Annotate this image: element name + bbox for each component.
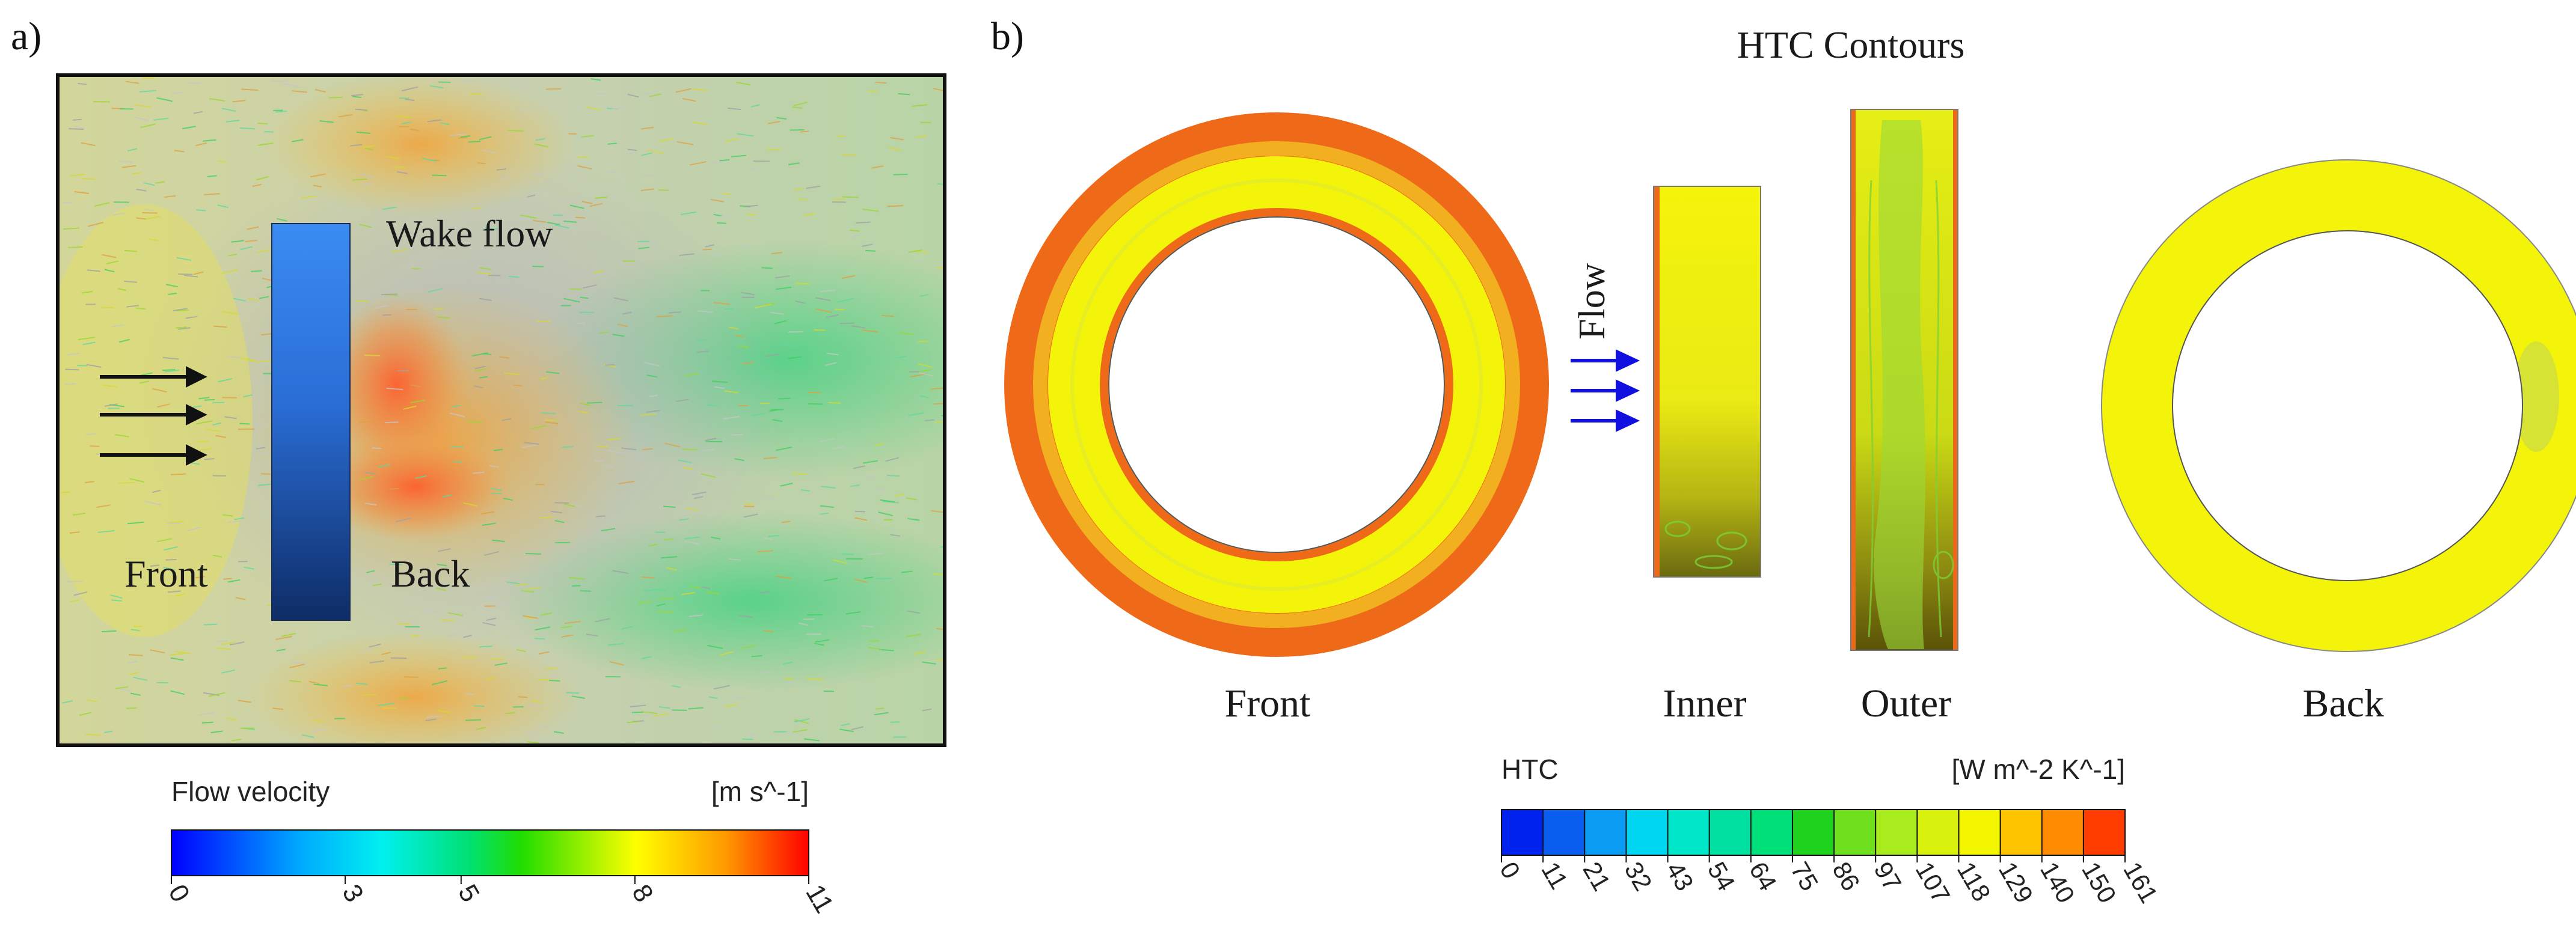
- htc-tick-label: 32: [1619, 857, 1658, 896]
- htc-colorbar-segment: [1709, 810, 1752, 855]
- htc-tick-label: 86: [1827, 857, 1865, 896]
- htc-tick-label: 150: [2076, 857, 2122, 908]
- htc-colorbar-segment: [1958, 810, 2001, 855]
- htc-tick-label: 118: [1952, 857, 1996, 906]
- htc-colorbar-unit: [W m^-2 K^-1]: [1951, 754, 2125, 785]
- front-label-b: Front: [1224, 682, 1310, 725]
- flow-field-border: [56, 73, 946, 747]
- outer-surface: [1850, 109, 1958, 651]
- htc-colorbar-segment: [1501, 810, 1544, 855]
- velocity-tick-label: 3: [336, 880, 369, 908]
- htc-tick-label: 11: [1536, 857, 1574, 894]
- htc-colorbar-segment: [1584, 810, 1627, 855]
- velocity-tick-label: 8: [626, 880, 659, 908]
- inner-surface: [1653, 186, 1761, 578]
- htc-tick-label: 140: [2035, 857, 2081, 908]
- inflow-arrows: [100, 366, 207, 466]
- front-label-a: Front: [124, 552, 208, 595]
- htc-colorbar-segment: [2083, 810, 2126, 855]
- htc-colorbar-segment: [1834, 810, 1876, 855]
- velocity-tick-label: 0: [162, 880, 195, 908]
- htc-colorbar-segment: [2000, 810, 2043, 855]
- velocity-colorbar: [171, 829, 809, 876]
- flow-label: Flow: [1572, 263, 1613, 340]
- velocity-colorbar-unit: [m s^-1]: [711, 776, 809, 807]
- htc-colorbar-segment: [1917, 810, 1959, 855]
- htc-tick-label: 107: [1910, 857, 1956, 908]
- velocity-colorbar-title: Flow velocity: [171, 776, 330, 807]
- wake-flow-label: Wake flow: [386, 212, 553, 255]
- htc-colorbar-segment: [1875, 810, 1918, 855]
- htc-colorbar-segment: [1667, 810, 1710, 855]
- htc-colorbar-segment: [1626, 810, 1669, 855]
- htc-colorbar-segment: [1543, 810, 1585, 855]
- htc-tick-label: 54: [1702, 857, 1741, 896]
- inner-label: Inner: [1663, 682, 1746, 725]
- outer-label: Outer: [1861, 682, 1951, 725]
- back-ring: [2101, 159, 2576, 652]
- htc-colorbar-segment: [2041, 810, 2084, 855]
- velocity-colorbar-ticks: 0 3 5 8 11: [162, 876, 839, 918]
- htc-colorbar: [1501, 809, 2126, 856]
- htc-tick-label: 21: [1577, 857, 1616, 896]
- htc-tick-label: 64: [1744, 857, 1782, 896]
- velocity-tick-label: 11: [800, 880, 839, 918]
- flow-arrows-blue: [1571, 349, 1640, 432]
- htc-tick-label: 75: [1785, 857, 1824, 896]
- back-label-a: Back: [391, 552, 470, 595]
- back-label-b: Back: [2302, 682, 2384, 725]
- htc-colorbar-segment: [1750, 810, 1793, 855]
- htc-colorbar-title: HTC: [1501, 754, 1559, 785]
- panel-b-label: b): [991, 14, 1024, 58]
- front-ring: [1004, 112, 1549, 657]
- htc-colorbar-segment: [1792, 810, 1835, 855]
- cylinder-cross-section: [271, 223, 351, 621]
- htc-tick-label: 161: [2118, 857, 2164, 908]
- htc-tick-label: 129: [1993, 857, 2039, 908]
- htc-tick-label: 0: [1494, 857, 1526, 883]
- panel-a-label: a): [11, 14, 41, 58]
- htc-tick-label: 97: [1868, 857, 1907, 896]
- htc-tick-label: 43: [1661, 857, 1699, 896]
- htc-title: HTC Contours: [1737, 23, 1965, 66]
- velocity-tick-label: 5: [452, 880, 485, 908]
